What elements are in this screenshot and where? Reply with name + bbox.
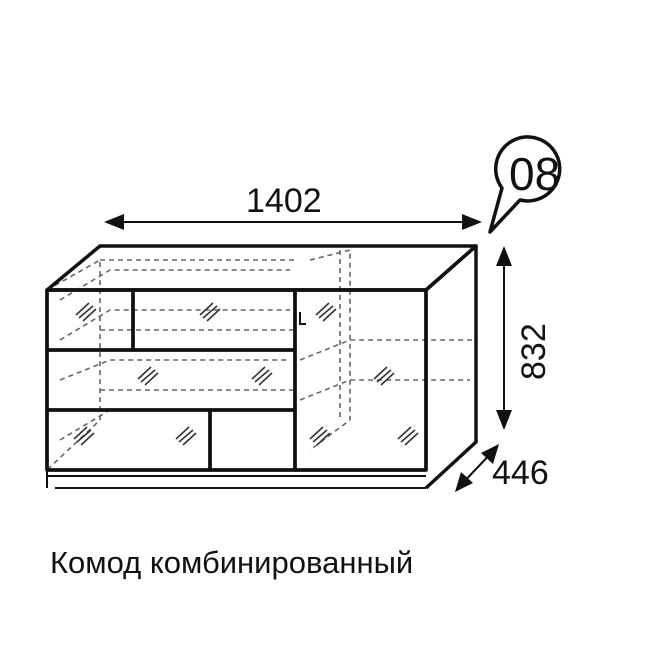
product-caption: Комод комбинированный — [50, 545, 414, 580]
width-arrow-right — [462, 214, 482, 230]
glass-door — [293, 288, 428, 472]
drawer-top-right — [131, 288, 297, 352]
depth-arrow-bottom — [455, 472, 473, 492]
top-surface — [45, 244, 478, 292]
drawer-top-left — [45, 288, 135, 352]
height-arrow-bottom — [496, 410, 512, 430]
depth-arrow-top — [481, 444, 499, 464]
model-number-badge: 08 — [488, 135, 562, 234]
height-arrow-top — [496, 246, 512, 266]
dresser-drawing — [45, 244, 478, 490]
drawer-bottom-right — [208, 408, 297, 472]
glass-hatches — [73, 302, 419, 446]
depth-dimension: 446 — [455, 444, 549, 492]
right-side-panel — [424, 244, 478, 490]
door-handle — [299, 312, 306, 325]
drawer-bottom-left — [45, 408, 212, 472]
width-dimension: 1402 — [104, 182, 482, 230]
depth-value: 446 — [492, 454, 549, 492]
hidden-lines — [46, 248, 475, 471]
badge-outline — [488, 135, 562, 234]
width-arrow-left — [104, 214, 124, 230]
width-value: 1402 — [246, 182, 322, 220]
height-value: 832 — [515, 323, 553, 380]
height-dimension: 832 — [496, 246, 553, 430]
model-number: 08 — [509, 148, 560, 200]
